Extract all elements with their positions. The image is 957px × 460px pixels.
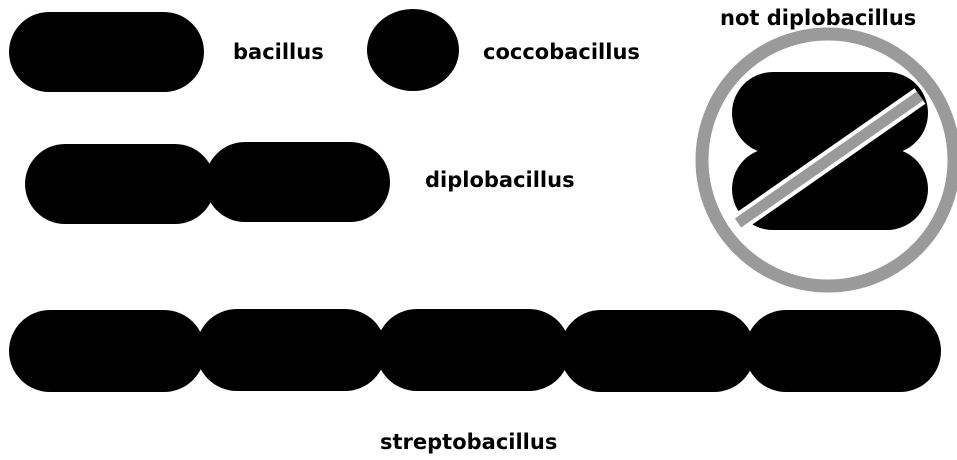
not-diplobacillus-label: not diplobacillus: [720, 8, 916, 29]
strepto-cell-5: [745, 310, 941, 392]
strepto-cell-1: [9, 310, 205, 392]
bacillus-label: bacillus: [233, 42, 324, 63]
diplobacillus-label: diplobacillus: [425, 170, 575, 191]
no-symbol-icon: [702, 34, 954, 286]
streptobacillus-chain: [9, 309, 941, 392]
streptobacillus-label: streptobacillus: [380, 432, 557, 453]
diplobacillus-cell-right: [205, 142, 390, 222]
diplobacillus-cell-left: [25, 144, 215, 224]
strepto-cell-2: [196, 309, 386, 391]
coccobacillus-label: coccobacillus: [483, 42, 640, 63]
coccobacillus-cell: [367, 9, 459, 91]
not-diplobacillus-group: [702, 34, 954, 286]
bacillus-cell: [9, 12, 204, 92]
diplobacillus-pair: [25, 142, 390, 224]
strepto-cell-3: [376, 309, 570, 391]
strepto-cell-4: [560, 310, 755, 392]
